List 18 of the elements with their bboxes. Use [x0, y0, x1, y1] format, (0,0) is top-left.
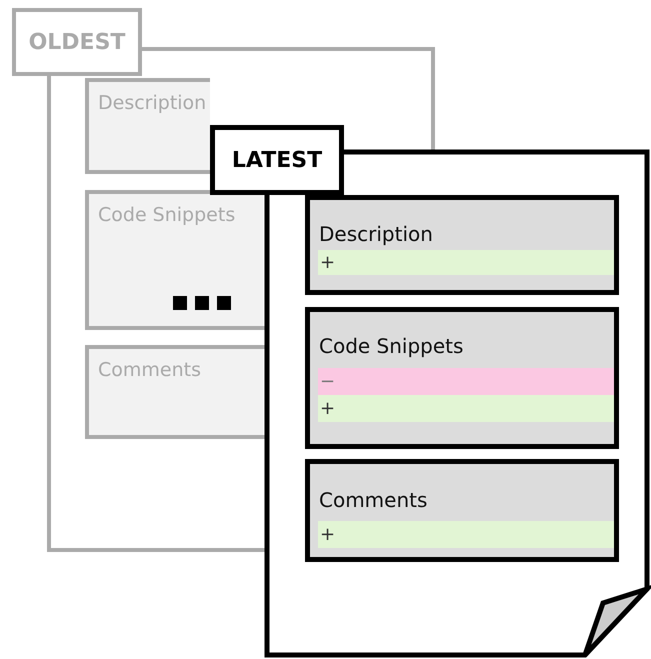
section-panel [85, 190, 265, 330]
section-heading: Code Snippets [98, 204, 236, 226]
section-panel [305, 307, 619, 449]
section-panel [305, 195, 619, 295]
section-heading: Comments [98, 359, 201, 381]
section-panel [85, 78, 210, 174]
added-line-row: + [318, 250, 614, 275]
added-line-row: + [318, 395, 614, 422]
section-heading: Code Snippets [319, 334, 464, 358]
section-panel [305, 459, 619, 562]
removed-line-row: − [318, 368, 614, 395]
section-heading: Description [98, 92, 206, 114]
added-line-row: + [318, 521, 614, 548]
tab-label: LATEST [210, 125, 344, 195]
tab-label: OLDEST [12, 8, 142, 76]
section-panel [85, 345, 265, 439]
section-heading: Comments [319, 488, 428, 512]
section-heading: Description [319, 222, 433, 246]
